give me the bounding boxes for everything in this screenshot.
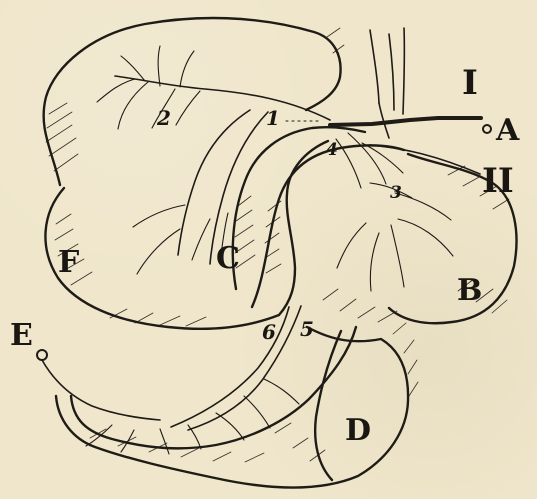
hatching-group (46, 28, 509, 462)
label-E: E (10, 318, 33, 353)
lower-branch-1 (264, 379, 299, 404)
label-6: 6 (262, 320, 276, 344)
upper-branch-4 (97, 79, 135, 102)
right-branch-5 (395, 193, 451, 220)
label-F: F (58, 245, 79, 280)
lower-connector-outline (315, 331, 341, 480)
label-4: 4 (326, 140, 338, 160)
left-branch-1 (133, 205, 185, 227)
inner-arc-outline-2 (252, 145, 404, 307)
label-D: D (345, 413, 371, 448)
inner-arc-outline (233, 127, 365, 289)
upper-branch-1 (158, 46, 160, 86)
lower-branch-2 (244, 396, 270, 428)
right-branch-6 (398, 219, 453, 256)
lower-branch-5 (160, 429, 169, 454)
label-B: B (457, 273, 482, 308)
right-branch-7 (337, 223, 366, 268)
upper-branch-2 (180, 51, 194, 87)
upper-vertical-stem-2 (389, 34, 394, 110)
lower-loop-outline (45, 141, 328, 329)
upper-branch-5 (118, 82, 148, 129)
label-II: II (482, 161, 514, 201)
right-branch-8 (370, 233, 379, 291)
label-C: C (216, 241, 240, 276)
right-branch-2 (348, 133, 386, 184)
label-5: 5 (300, 317, 314, 341)
label-3: 3 (390, 183, 402, 203)
left-branch-3 (192, 219, 210, 260)
label-I: I (462, 63, 478, 103)
upper-branch-7 (176, 91, 200, 125)
vessel-I-main (330, 118, 481, 125)
left-branch-2 (137, 229, 180, 274)
tail-d-outline (56, 327, 408, 488)
right-branch-9 (391, 225, 404, 287)
upper-vertical-stem-3 (403, 28, 404, 114)
outer-loop-outline (44, 18, 341, 185)
marker-E (37, 350, 47, 360)
label-2: 2 (156, 106, 171, 130)
tail-d-inner-outline (71, 327, 356, 448)
upper-vertical-stem (370, 30, 379, 103)
marker-A (483, 125, 491, 133)
label-1: 1 (266, 106, 280, 130)
label-A: A (495, 113, 520, 148)
